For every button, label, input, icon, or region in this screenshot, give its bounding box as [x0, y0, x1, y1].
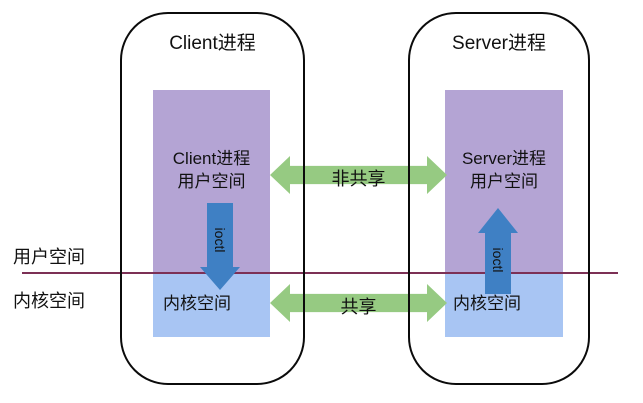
server-kernel-space-label: 内核空间: [453, 294, 521, 313]
server-user-space-label-line2: 用户空间: [470, 172, 538, 191]
server-user-space-label: Server进程 用户空间: [445, 147, 563, 193]
client-kernel-space-label: 内核空间: [163, 294, 231, 313]
client-process-title: Client进程: [169, 33, 256, 54]
client-user-space-label-line1: Client进程: [172, 149, 251, 168]
user-kernel-divider-line: [22, 272, 618, 274]
non-shared-arrow-label: 非共享: [331, 169, 386, 189]
server-user-space-label-line1: Server进程: [461, 149, 547, 168]
client-process-container: [120, 12, 305, 385]
client-kernel-space-box: [153, 273, 270, 337]
client-user-space-label-line2: 用户空间: [177, 172, 246, 191]
shared-arrow-label: 共享: [340, 297, 377, 317]
server-process-title: Server进程: [452, 33, 546, 54]
server-process-container: [408, 12, 590, 385]
side-label-kernel-space: 内核空间: [13, 291, 85, 311]
client-user-space-label: Client进程 用户空间: [153, 147, 270, 193]
side-label-user-space: 用户空间: [13, 247, 85, 267]
